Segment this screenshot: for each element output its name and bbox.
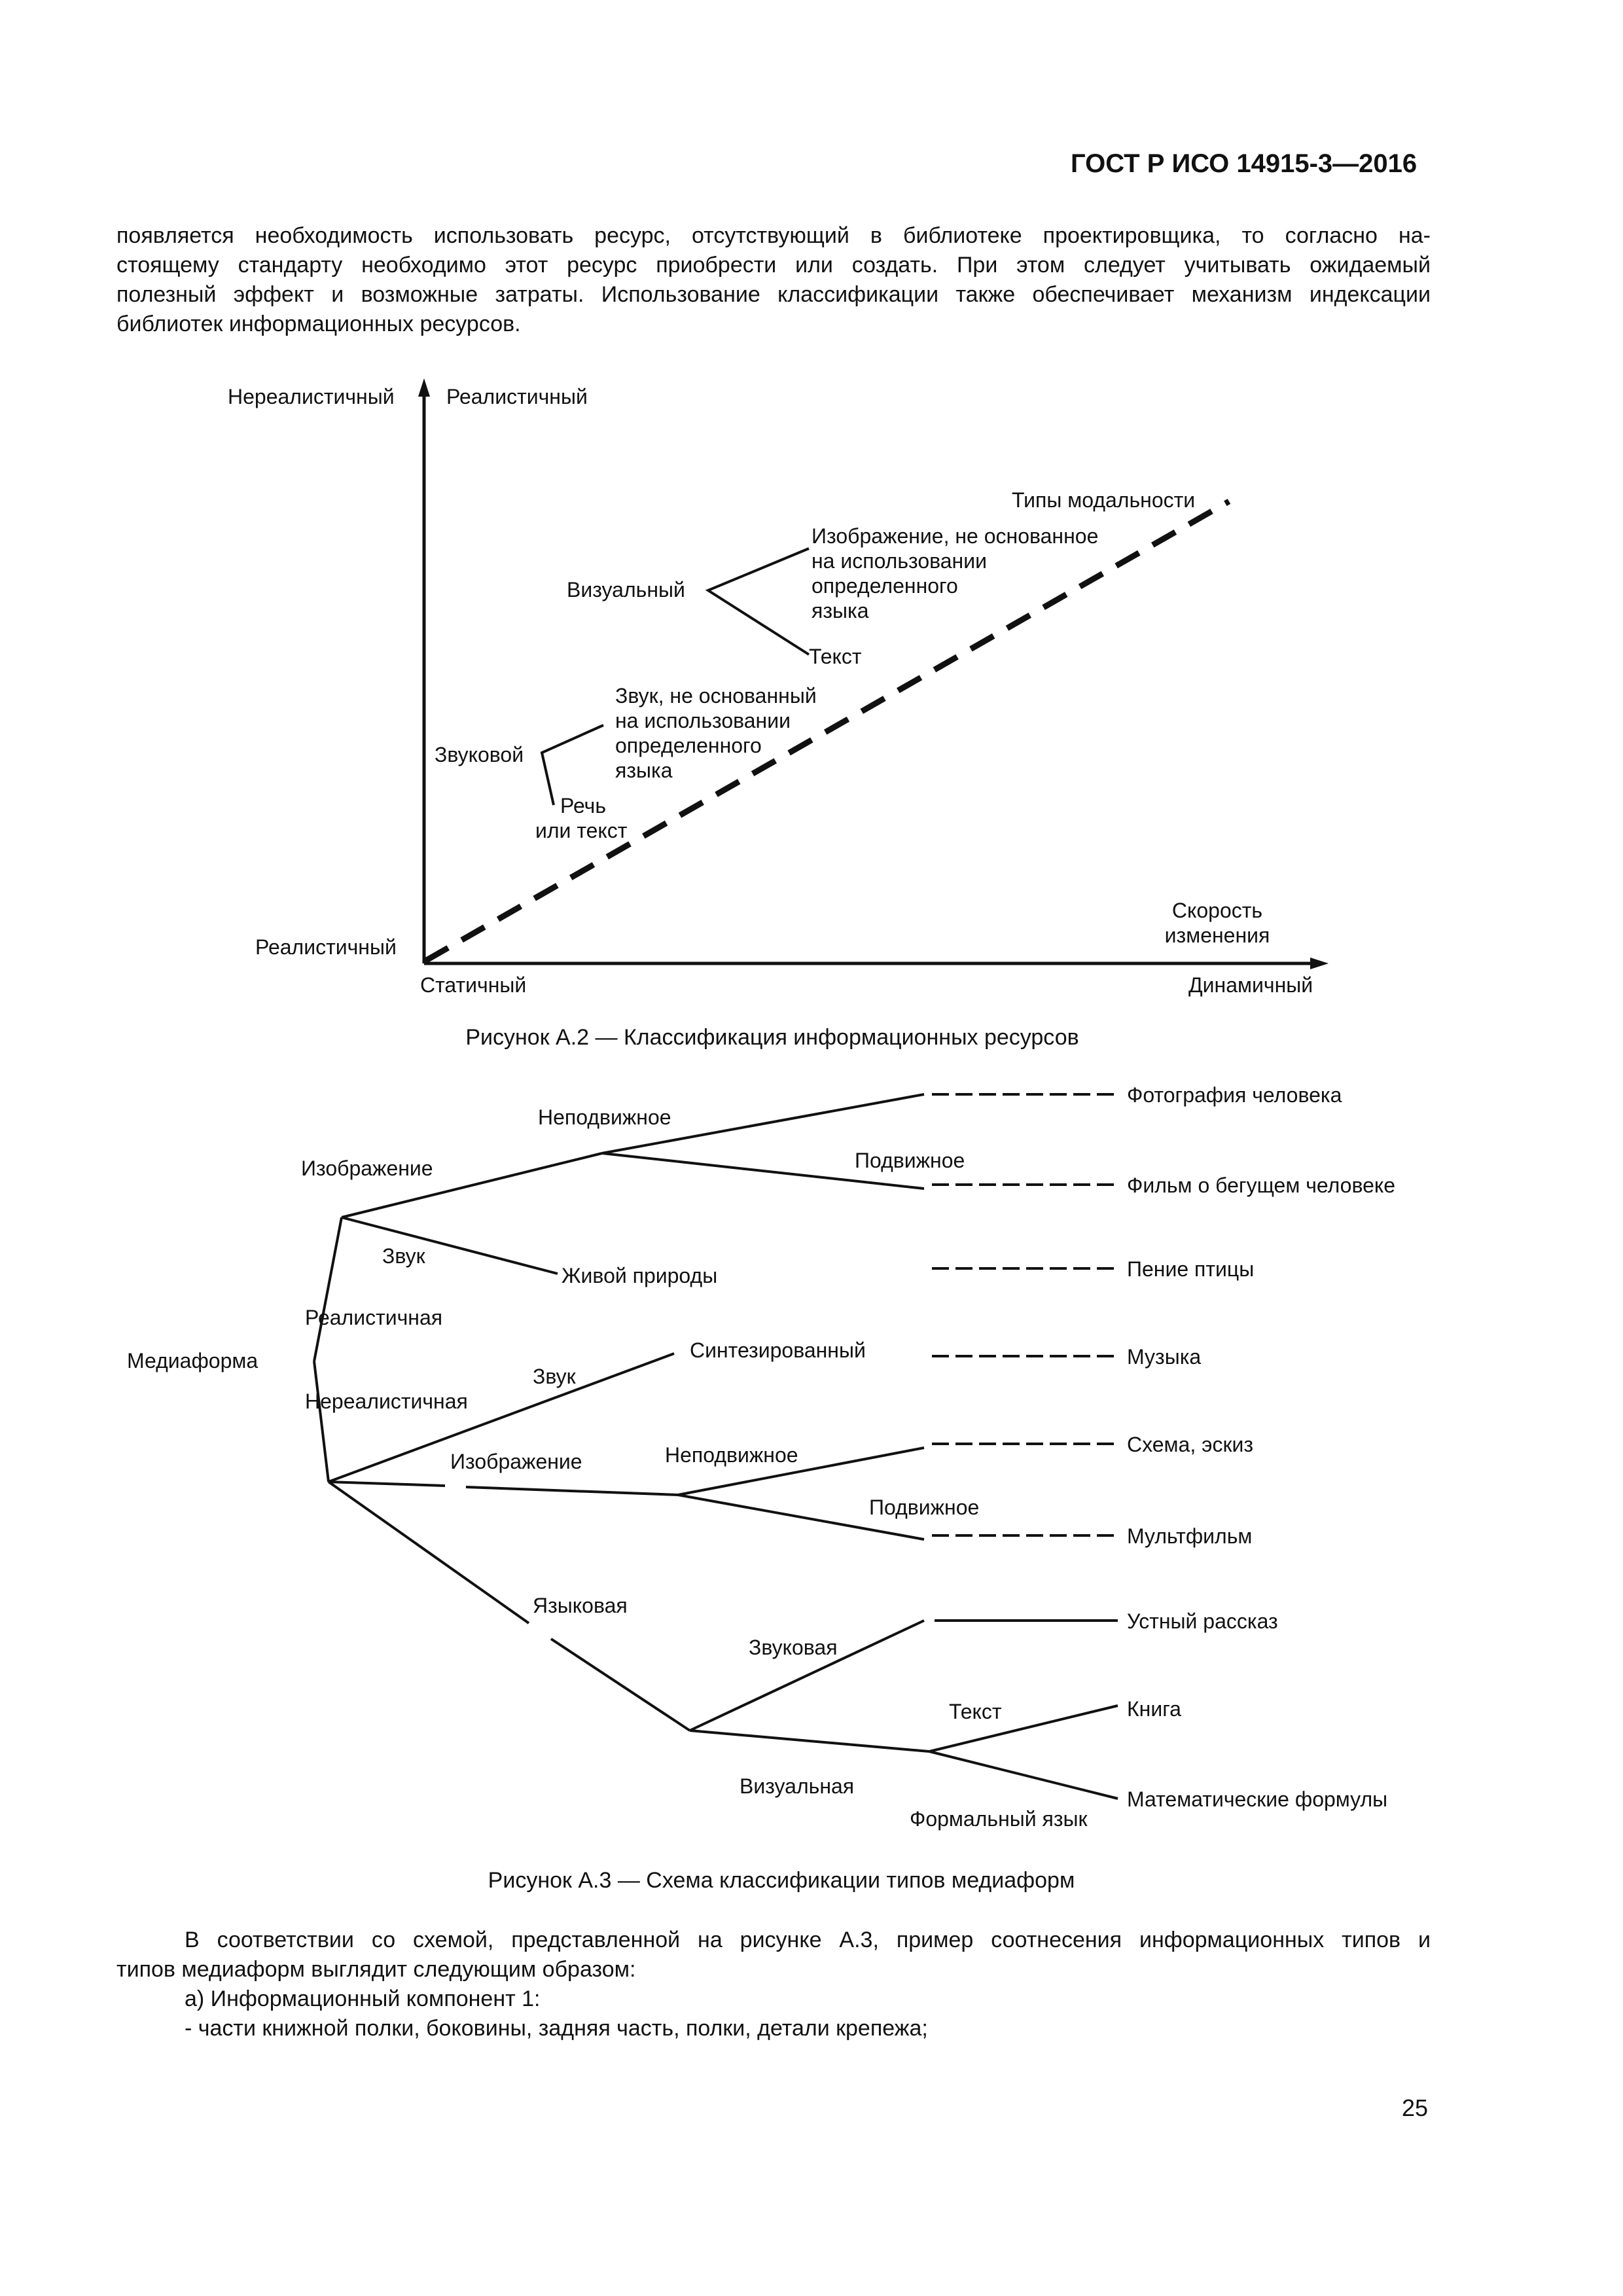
edge-formal [929, 1750, 1118, 1800]
paragraph-line: типов медиаформ выглядит следующим образ… [116, 1957, 636, 1982]
n-sound-label: Звук [533, 1365, 577, 1388]
sound-bracket [540, 724, 604, 806]
intro-paragraph: появляется необходимость использовать ре… [116, 221, 1431, 339]
edge-n-image [465, 1486, 679, 1496]
example-label: Фильм о бегущем человеке [1127, 1174, 1395, 1197]
sound-label: Звуковой [435, 743, 524, 766]
visual-branch1-line: определенного [812, 574, 958, 598]
sound-branch2-line: или текст [535, 819, 628, 842]
realistic-label: Реалистичная [305, 1306, 442, 1329]
root-label: Медиаформа [127, 1349, 258, 1372]
sound-branch1-line: языка [615, 759, 673, 782]
paragraph-line: полезный эффект и возможные затраты. Исп… [116, 282, 1431, 307]
non-realistic-label: Нереалистичная [305, 1390, 468, 1413]
example-label: Устный рассказ [1127, 1609, 1278, 1633]
paragraph-line: появляется необходимость использовать ре… [116, 223, 1431, 248]
example-label: Музыка [1127, 1345, 1201, 1369]
x-axis-title-line1: Скорость [1172, 899, 1262, 922]
y-axis-arrow [418, 378, 430, 397]
visual-branch2: Текст [809, 645, 862, 668]
edge-text [929, 1704, 1118, 1753]
n-still-label: Неподвижное [665, 1443, 798, 1467]
x-axis-arrow [1310, 958, 1329, 969]
example-label: Математические формулы [1127, 1787, 1387, 1811]
sound-branch1-line: определенного [615, 734, 762, 757]
edge-lang [550, 1638, 691, 1732]
body-paragraph: В соответствии со схемой, представленной… [116, 1926, 1431, 2043]
example-label: Книга [1127, 1697, 1181, 1721]
lang-sound-label: Звуковая [749, 1636, 838, 1659]
visual-branch1-line: языка [812, 599, 869, 622]
root-spine [313, 1217, 343, 1362]
document-code-header: ГОСТ Р ИСО 14915-3—2016 [1071, 149, 1418, 178]
y-axis-top-left-label: Нереалистичный [228, 385, 395, 408]
example-label: Фотография человека [1127, 1083, 1342, 1107]
diagonal-label: Типы модальности [1012, 488, 1195, 512]
modality-diagonal [423, 499, 1231, 963]
visual-branch1-line: на использовании [812, 549, 987, 573]
r-image-label: Изображение [301, 1157, 433, 1180]
example-label: Мультфильм [1127, 1524, 1252, 1548]
r-moving-label: Подвижное [855, 1149, 965, 1172]
edge-r-sound [341, 1216, 558, 1275]
paragraph-line: библиотек информационных ресурсов. [116, 312, 521, 336]
list-item-a: а) Информационный компонент 1: [185, 1986, 541, 2011]
root-spine [313, 1361, 330, 1482]
edge-r-moving [601, 1152, 925, 1190]
lang-label: Языковая [533, 1594, 628, 1617]
n-moving-label: Подвижное [869, 1496, 979, 1519]
r-still-label: Неподвижное [538, 1105, 671, 1129]
visual-branch1-line: Изображение, не основанное [812, 524, 1098, 548]
edge-r-image [341, 1152, 603, 1219]
n-image-label: Изображение [450, 1450, 582, 1473]
lang-visual-label: Визуальная [740, 1774, 854, 1798]
r-sound-label: Звук [382, 1244, 426, 1268]
edge-n-sound [328, 1352, 675, 1483]
edge-n-image [328, 1480, 446, 1487]
origin-label: Реалистичный [255, 935, 397, 959]
x-axis-title-line2: изменения [1165, 924, 1270, 947]
x-axis-right-label: Динамичный [1188, 973, 1313, 997]
figure-a3-caption: Рисунок А.3 — Схема классификации типов … [488, 1868, 1075, 1893]
n-synth-label: Синтезированный [690, 1338, 866, 1362]
bullet-item: - части книжной полки, боковины, задняя … [185, 2016, 928, 2041]
edge-lang [327, 1480, 530, 1624]
text-label: Текст [949, 1700, 1002, 1723]
visual-label: Визуальный [567, 578, 685, 601]
sound-branch1-line: Звук, не основанный [615, 684, 817, 708]
paragraph-line: стоящему стандарту необходимо этот ресур… [116, 253, 1431, 278]
edge-lang-sound [689, 1619, 925, 1732]
example-label: Пение птицы [1127, 1257, 1254, 1281]
edge-r-still [601, 1093, 925, 1155]
example-label: Схема, эскиз [1127, 1433, 1253, 1456]
figure-a2-caption: Рисунок А.2 — Классификация информационн… [465, 1025, 1079, 1050]
visual-bracket [705, 547, 810, 656]
edge-n-moving [677, 1494, 925, 1541]
sound-branch1-line: на использовании [615, 709, 791, 732]
y-axis-top-right-label: Реалистичный [446, 385, 588, 408]
formal-label: Формальный язык [910, 1807, 1088, 1831]
edge-lang-visual [689, 1729, 930, 1753]
r-nature-label: Живой природы [562, 1264, 717, 1287]
paragraph-line: В соответствии со схемой, представленной… [185, 1928, 1431, 1952]
edge-n-still [677, 1446, 925, 1496]
x-axis-left-label: Статичный [420, 973, 526, 997]
page-number: 25 [1402, 2094, 1429, 2121]
sound-branch2-line: Речь [560, 794, 606, 817]
